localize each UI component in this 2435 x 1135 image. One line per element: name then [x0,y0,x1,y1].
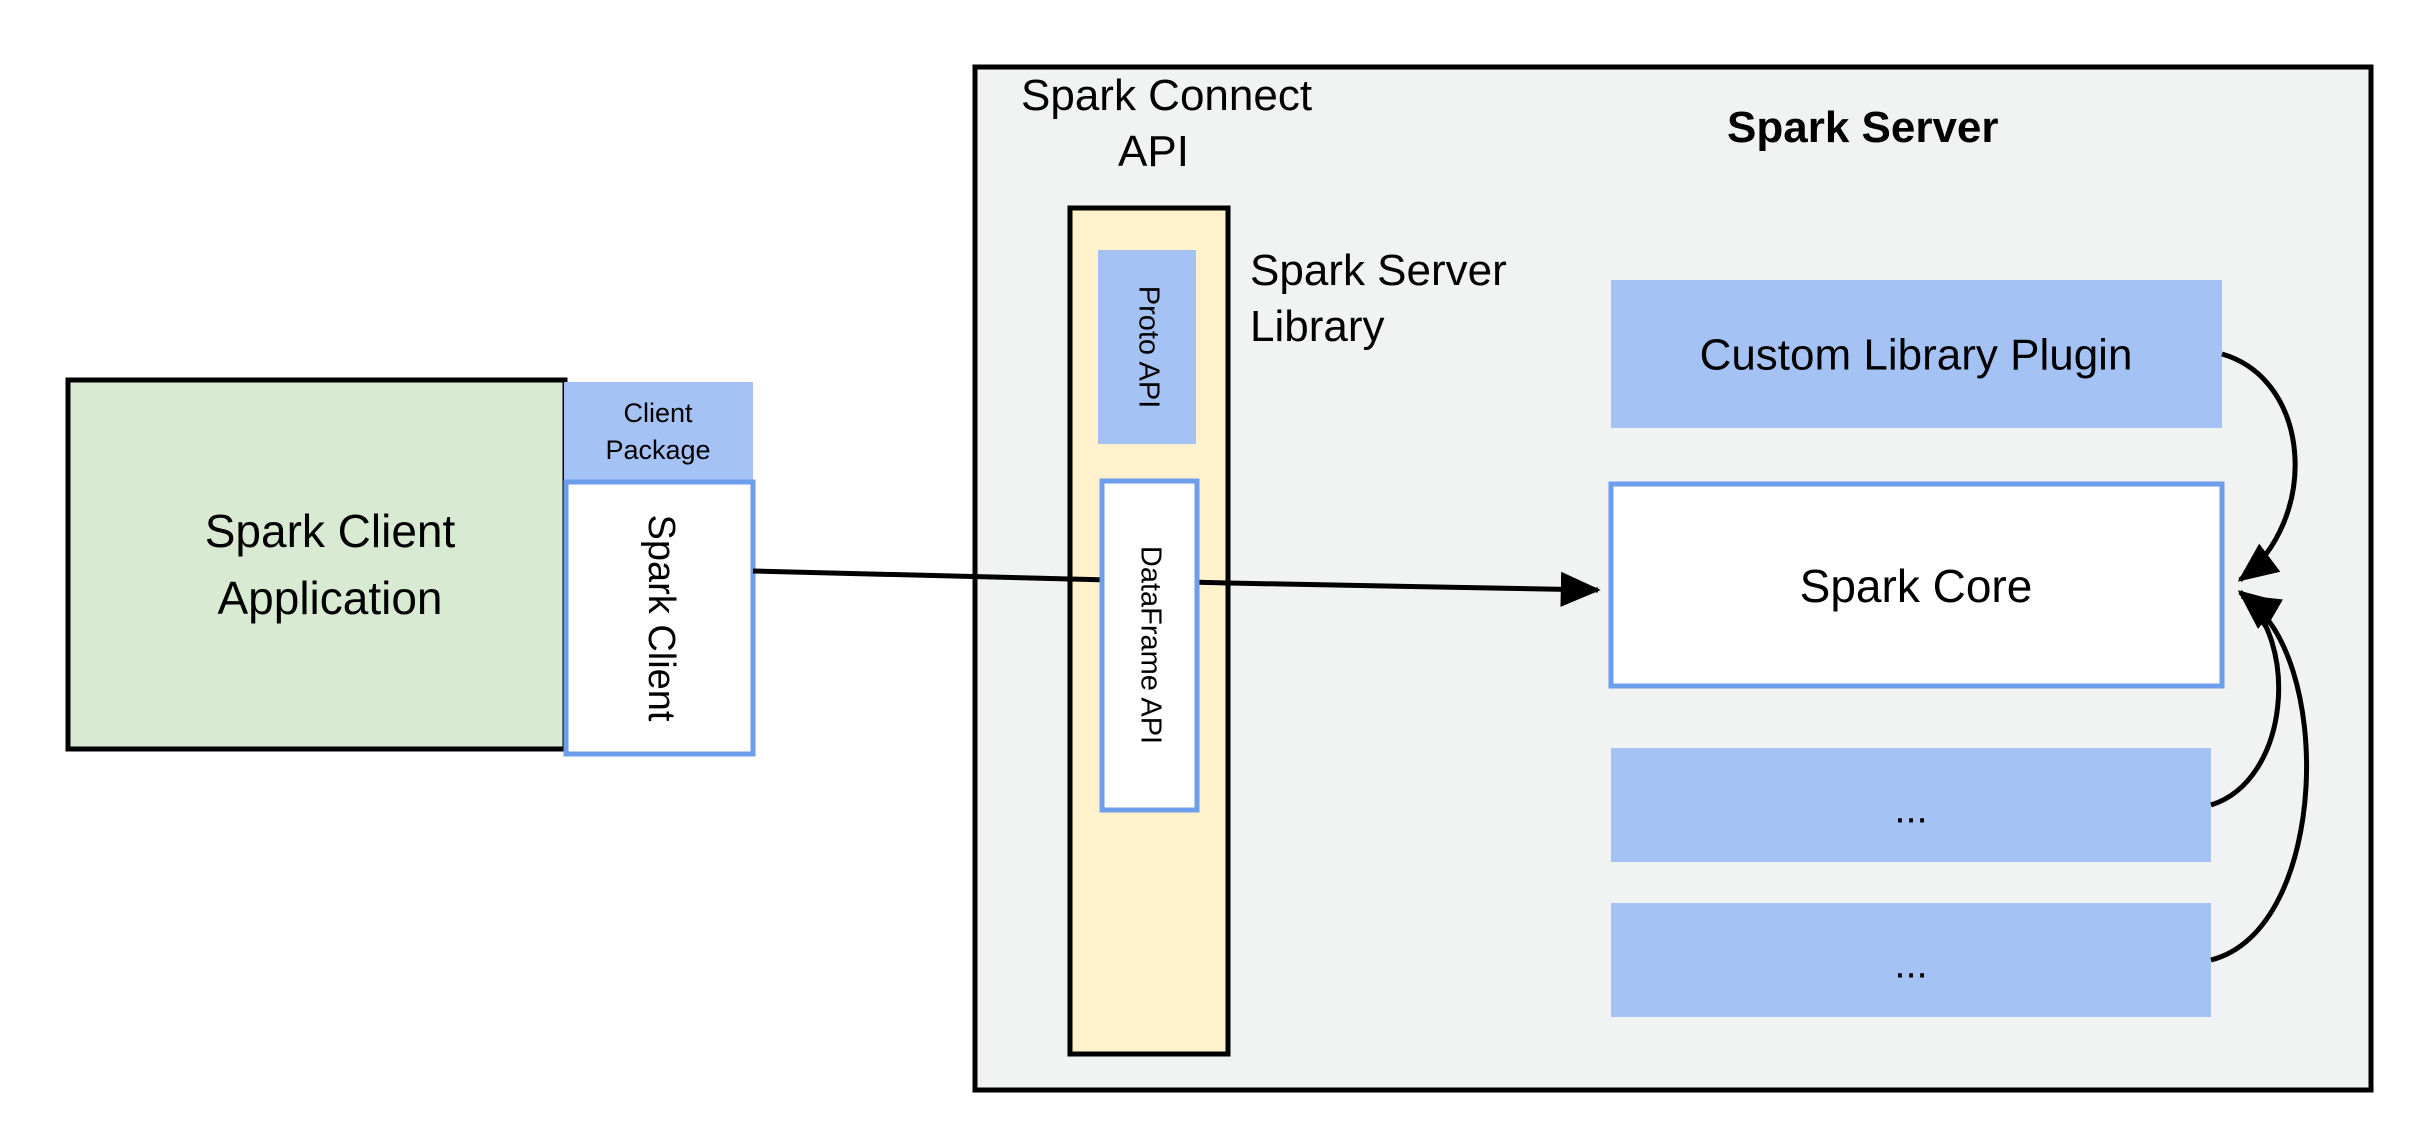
spark-core-rect [1608,481,2225,689]
spark-client-application-rect [65,377,568,752]
connect-api-to-spark-core-arrow [1227,571,1601,607]
plugin-ellipsis-2-label: ... [1894,943,1927,987]
plugin-to-core-curve-3 [2210,593,2309,963]
custom-library-plugin-box[interactable]: Custom Library Plugin [1611,280,2222,428]
spark-client-application-label-line2: Application [217,572,442,624]
spark-server-title: Spark Server [1727,103,1999,152]
spark-client-label: Spark Client [640,515,682,722]
plugin-ellipsis-1-box[interactable]: ... [1611,748,2211,862]
proto-api-box[interactable]: Proto API [1098,250,1196,444]
spark-server-library-label-line2: Library [1250,302,1385,351]
dataframe-api-box[interactable]: DataFrame API [1099,478,1200,813]
spark-server-library-label: Spark Server Library [1250,246,1507,351]
spark-client-application-box[interactable]: Spark Client Application [65,377,568,752]
dataframe-api-rect [1099,478,1200,813]
client-package-box[interactable]: Client Package [564,382,753,480]
spark-core-label: Spark Core [1800,560,2033,612]
spark-server-library-label-line1: Spark Server [1250,246,1507,295]
spark-client-rect [563,479,756,757]
client-package-label-line2: Package [605,435,710,465]
spark-connect-api-label: Spark Connect API [1021,71,1312,176]
dataframe-api-label: DataFrame API [1134,546,1166,744]
plugin-ellipsis-1-label: ... [1894,788,1927,832]
custom-library-plugin-label: Custom Library Plugin [1700,331,2133,380]
client-package-label-line1: Client [623,398,693,428]
plugin-to-core-curve-1 [2221,351,2298,582]
spark-connect-api-label-line1: Spark Connect [1021,71,1312,120]
plugin-ellipsis-2-box[interactable]: ... [1611,903,2211,1017]
proto-api-rect [1098,250,1196,444]
spark-core-box[interactable]: Spark Core [1608,481,2225,689]
proto-api-label: Proto API [1132,286,1164,409]
plugin-ellipsis-2-rect [1611,903,2211,1017]
custom-library-plugin-rect [1611,280,2222,428]
plugin-ellipsis-1-rect [1611,748,2211,862]
client-package-rect [564,382,753,480]
spark-client-application-label-line1: Spark Client [205,505,456,557]
spark-client-box[interactable]: Spark Client [563,479,756,757]
spark-connect-api-label-line2: API [1118,127,1189,176]
